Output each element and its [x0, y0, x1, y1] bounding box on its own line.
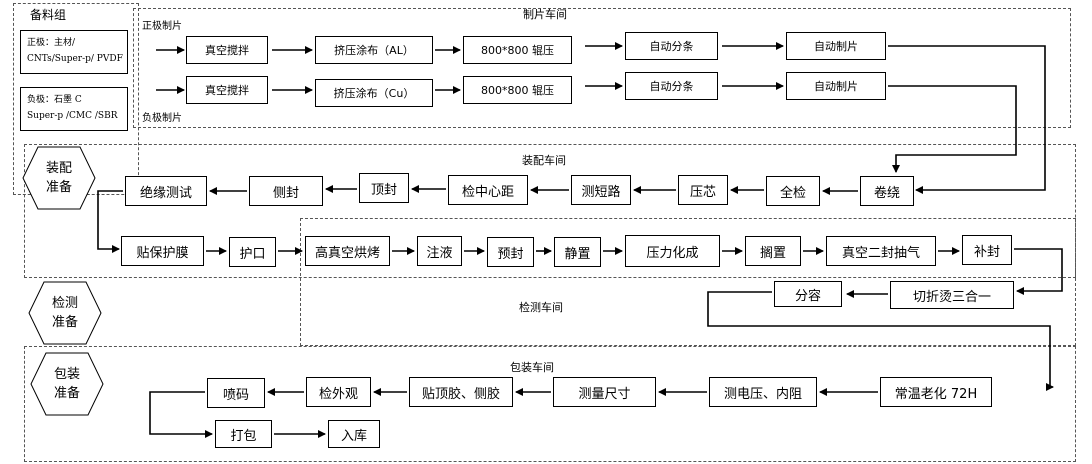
step-extrusion-coating-cu: 挤压涂布（Cu）: [315, 79, 433, 107]
step-reseal: 补封: [962, 235, 1012, 265]
step-auto-slitting-negative: 自动分条: [625, 72, 718, 100]
step-auto-sheeting-negative: 自动制片: [786, 72, 886, 100]
step-inkjet-coding: 喷码: [207, 378, 265, 408]
step-vacuum-second-seal: 真空二封抽气: [826, 236, 936, 266]
arrow: [888, 45, 1046, 194]
arrow: [1014, 248, 1063, 295]
step-extrusion-coating-al: 挤压涂布（AL）: [315, 36, 433, 64]
step-warehousing: 入库: [328, 420, 380, 448]
step-auto-slitting-positive: 自动分条: [625, 32, 718, 60]
assembly-workshop-label: 装配车间: [522, 154, 566, 167]
step-auto-sheeting-positive: 自动制片: [786, 32, 886, 60]
testing-workshop-zone: [300, 218, 1076, 346]
packing-prep-hexagon: 包装准备: [30, 352, 104, 416]
step-core-pressing: 压芯: [678, 175, 728, 205]
step-shelving: 搁置: [745, 236, 801, 266]
step-room-temp-aging: 常温老化 72H: [880, 377, 992, 407]
negative-material-line1: 负极：石墨 C: [27, 95, 82, 105]
negative-material-line2: Super-p /CMC /SBR: [27, 111, 118, 121]
step-voltage-resistance-test: 测电压、内阻: [709, 377, 817, 407]
step-side-seal: 侧封: [249, 176, 323, 206]
materials-title: 备料组: [30, 8, 67, 22]
step-vacuum-mixing-negative: 真空搅拌: [186, 76, 268, 104]
assembly-prep-hexagon: 装配准备: [22, 146, 96, 210]
testing-workshop-label: 检测车间: [519, 301, 563, 314]
step-full-inspection: 全检: [766, 176, 820, 206]
step-visual-inspection: 检外观: [306, 377, 371, 407]
packing-workshop-label: 包装车间: [510, 361, 554, 374]
step-roll-press-negative: 800*800 辊压: [463, 76, 572, 104]
step-standing: 静置: [554, 237, 601, 267]
negative-material-box: 负极：石墨 C Super-p /CMC /SBR: [20, 87, 128, 131]
step-guard-opening: 护口: [229, 237, 276, 267]
step-top-seal: 顶封: [359, 173, 409, 203]
step-pre-seal: 预封: [487, 237, 534, 267]
assembly-workshop-zone: [24, 144, 1076, 278]
sheet-workshop-label: 制片车间: [523, 8, 567, 21]
step-pressure-formation: 压力化成: [625, 235, 720, 267]
negative-sheet-label: 负极制片: [142, 113, 182, 124]
step-apply-tapes: 贴顶胶、侧胶: [409, 377, 513, 407]
testing-prep-hexagon: 检测准备: [28, 281, 102, 345]
positive-sheet-label: 正极制片: [142, 21, 182, 32]
positive-material-line2: CNTs/Super-p/ PVDF: [27, 54, 123, 64]
packing-workshop-zone: [24, 346, 1076, 462]
step-protective-film: 贴保护膜: [121, 236, 204, 266]
step-center-distance-check: 检中心距: [448, 175, 528, 205]
step-cut-fold-iron: 切折烫三合一: [890, 281, 1014, 309]
step-packaging: 打包: [215, 420, 272, 448]
step-vacuum-mixing-positive: 真空搅拌: [186, 36, 268, 64]
step-capacity-grading: 分容: [774, 281, 842, 307]
step-insulation-test: 绝缘测试: [125, 176, 207, 206]
step-high-vacuum-baking: 高真空烘烤: [305, 236, 390, 266]
arrow: [888, 85, 1017, 173]
arrow: [707, 291, 1054, 391]
sheet-workshop-zone: [133, 8, 1071, 128]
positive-material-line1: 正极：主材/: [27, 38, 76, 48]
step-roll-press-positive: 800*800 辊压: [463, 36, 572, 64]
step-size-measurement: 测量尺寸: [553, 377, 656, 407]
arrow: [97, 190, 123, 253]
step-short-circuit-test: 测短路: [571, 175, 631, 205]
step-winding: 卷绕: [860, 176, 914, 206]
arrow: [149, 391, 213, 438]
step-electrolyte-filling: 注液: [417, 236, 462, 266]
positive-material-box: 正极：主材/ CNTs/Super-p/ PVDF: [20, 30, 128, 74]
